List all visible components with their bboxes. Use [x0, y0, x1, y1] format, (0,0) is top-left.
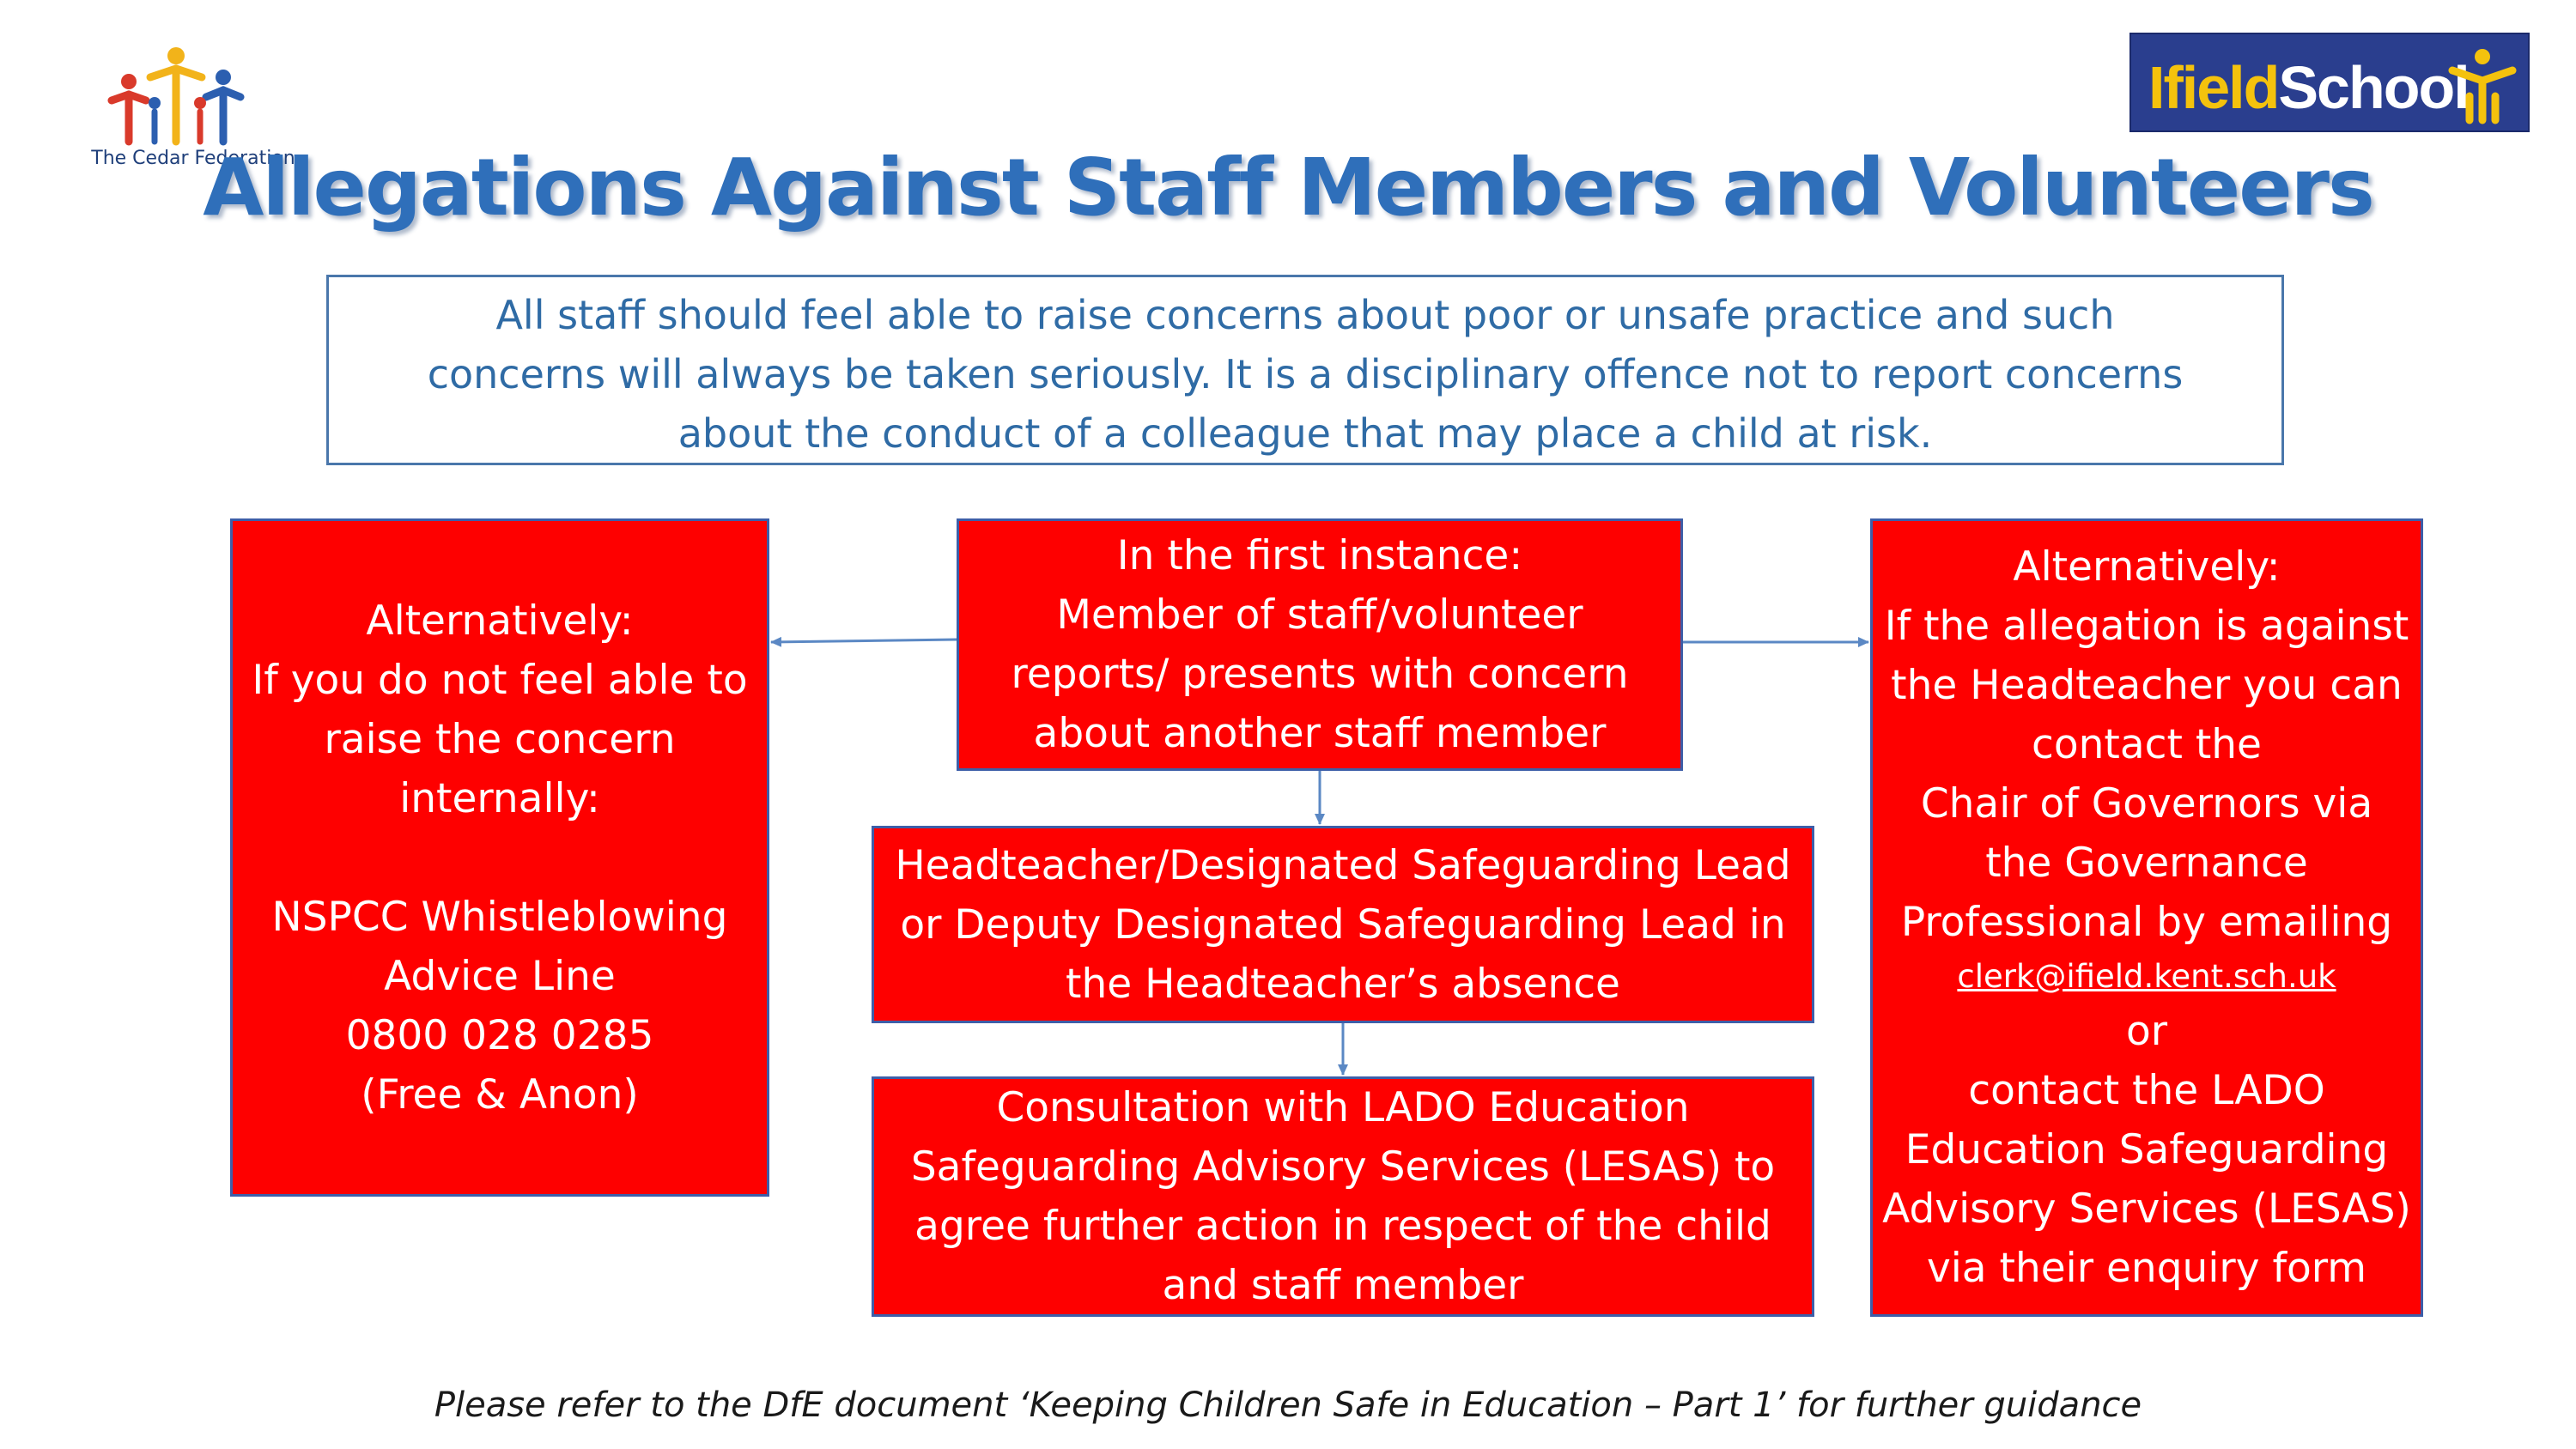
box-line: the Headteacher you can [1891, 662, 2403, 709]
box-line: contact the LADO [1968, 1067, 2325, 1114]
box-line: raise the concern [324, 715, 676, 763]
box-line: the Headteacher’s absence [1066, 960, 1620, 1008]
box-line-spacer [233, 828, 767, 888]
box-line: NSPCC Whistleblowing [271, 893, 728, 941]
box-line: Education Safeguarding [1905, 1126, 2389, 1173]
ifield-figure-icon [2448, 49, 2517, 124]
external-whistleblowing-box: Alternatively: If you do not feel able t… [230, 518, 769, 1197]
box-line: Member of staff/volunteer [1056, 591, 1583, 639]
headteacher-allegation-box: Alternatively: If the allegation is agai… [1870, 518, 2423, 1317]
cedar-federation-name: The Cedar Federation [91, 148, 295, 169]
ifield-wordmark-part2: School [2278, 54, 2470, 121]
box-line: or [2125, 1008, 2168, 1055]
box-line: via their enquiry form [1926, 1245, 2367, 1292]
box-line: contact the [2032, 721, 2262, 768]
box-line: Alternatively: [2013, 543, 2281, 591]
ifield-school-wordmark: IfieldSchool [2148, 53, 2470, 122]
box-line: Advice Line [384, 952, 616, 1000]
box-line: If the allegation is against [1884, 603, 2409, 650]
footer-guidance-note: Please refer to the DfE document ‘Keepin… [434, 1385, 2142, 1425]
box-line: reports/ presents with concern [1011, 651, 1629, 698]
box-line: (Free & Anon) [361, 1070, 639, 1119]
box-line: internally: [399, 774, 600, 822]
intro-statement-box: All staff should feel able to raise conc… [326, 275, 2284, 465]
box-line: Professional by emailing [1900, 899, 2393, 946]
box-line: the Governance [1985, 840, 2308, 887]
box-line: 0800 028 0285 [345, 1011, 654, 1059]
arrow-to-left-box [770, 636, 957, 647]
intro-line: concerns will always be taken seriously.… [427, 351, 2184, 397]
box-line: If you do not feel able to [252, 656, 748, 704]
page-title: Allegations Against Staff Members and Vo… [203, 142, 2374, 233]
box-line: Headteacher/Designated Safeguarding Lead [895, 841, 1791, 889]
intro-line: All staff should feel able to raise conc… [495, 292, 2115, 338]
box-line: In the first instance: [1116, 532, 1523, 579]
lado-consultation-box: Consultation with LADO Education Safegua… [872, 1076, 1814, 1317]
headteacher-dsl-box: Headteacher/Designated Safeguarding Lead… [872, 826, 1814, 1023]
first-instance-box: In the first instance: Member of staff/v… [957, 518, 1683, 771]
box-line: Advisory Services (LESAS) [1882, 1185, 2411, 1233]
cedar-federation-logo [107, 47, 245, 146]
box-line: Alternatively: [366, 597, 634, 645]
box-line: Safeguarding Advisory Services (LESAS) t… [910, 1143, 1776, 1191]
box-line: Consultation with LADO Education [996, 1084, 1690, 1131]
box-line: Chair of Governors via [1920, 780, 2373, 828]
ifield-school-logo: IfieldSchool [2129, 33, 2530, 132]
box-line: agree further action in respect of the c… [914, 1203, 1771, 1250]
box-line: and staff member [1162, 1262, 1524, 1309]
box-line: or Deputy Designated Safeguarding Lead i… [900, 900, 1786, 949]
clerk-email-link[interactable]: clerk@ifield.kent.sch.uk [1957, 958, 2336, 995]
ifield-wordmark-part1: Ifield [2148, 54, 2280, 121]
box-line: about another staff member [1033, 710, 1607, 757]
intro-line: about the conduct of a colleague that ma… [677, 410, 1933, 457]
